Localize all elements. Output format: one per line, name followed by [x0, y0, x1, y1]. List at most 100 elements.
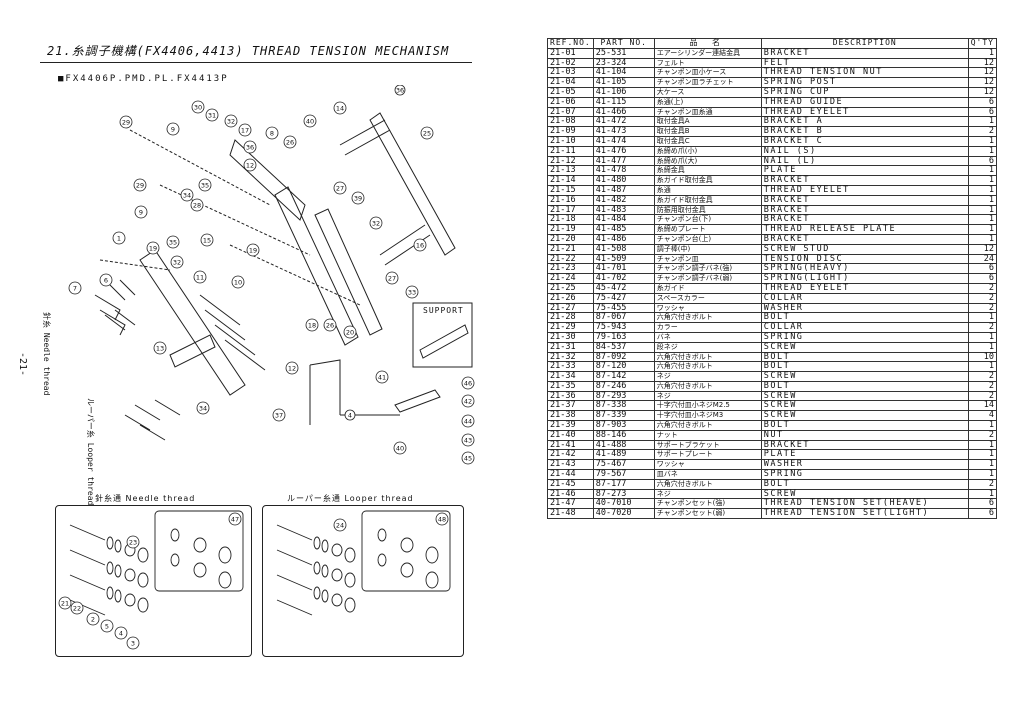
- cell-part: 40-7020: [592, 508, 655, 520]
- callout-4: 4: [344, 409, 356, 421]
- svg-text:33: 33: [408, 289, 416, 297]
- callout-28: 28: [190, 198, 204, 212]
- svg-text:10: 10: [234, 279, 242, 287]
- callout-24: 24: [333, 518, 347, 532]
- svg-text:26: 26: [326, 322, 334, 330]
- cell-jp: カラー: [653, 322, 762, 333]
- looper-stacks: [276, 524, 439, 616]
- looper-box-label: ルーパー糸通 Looper thread: [287, 494, 414, 503]
- callout-29: 29: [119, 115, 133, 129]
- svg-text:16: 16: [416, 242, 424, 250]
- svg-text:19: 19: [149, 245, 157, 253]
- cell-jp: サポートブラケット: [653, 439, 762, 451]
- svg-text:36: 36: [246, 144, 254, 152]
- cell-desc: SPRING POST: [760, 77, 969, 88]
- cell-jp: 六角穴付きボルト: [653, 420, 762, 431]
- cell-ref: 21-29: [547, 322, 594, 333]
- cell-jp: チャンポン皿ラチェット: [653, 77, 762, 88]
- cell-qty: 1: [967, 420, 997, 431]
- cell-jp: 十字穴付皿小ネジM3: [653, 410, 762, 422]
- cell-jp: チャンポン調子バネ(強): [653, 263, 762, 275]
- cell-jp: ネジ: [653, 390, 762, 402]
- callout-20: 20: [343, 325, 357, 339]
- cell-jp: 糸ガイド: [653, 282, 762, 294]
- bracket-26: [274, 186, 359, 346]
- cell-part: 41-106: [592, 86, 655, 98]
- cell-part: 87-142: [592, 371, 655, 382]
- needle-thread-box: [55, 505, 252, 657]
- cell-ref: 21-39: [547, 420, 594, 431]
- cell-qty: 1: [967, 175, 997, 186]
- callout-18: 18: [305, 318, 319, 332]
- callout-11: 11: [193, 270, 207, 284]
- col-ref: REF.NO.: [547, 38, 594, 49]
- cell-ref: 21-48: [547, 508, 594, 520]
- cell-desc: SPRING: [760, 331, 969, 343]
- svg-text:32: 32: [173, 259, 181, 267]
- cell-desc: NAIL (S): [760, 145, 969, 157]
- cell-jp: ネジ: [653, 371, 762, 382]
- cell-jp: エアーシリンダー連結金具: [653, 47, 762, 59]
- cell-qty: 1: [967, 135, 997, 147]
- cell-ref: 21-14: [547, 175, 594, 186]
- cell-qty: 2: [967, 126, 997, 137]
- cell-part: 41-486: [592, 233, 655, 245]
- callout-35: 35: [198, 178, 212, 192]
- cell-jp: ナット: [653, 429, 762, 441]
- cell-desc: SPRING CUP: [760, 86, 969, 98]
- cell-jp: 段ネジ: [653, 341, 762, 353]
- callout-7: 7: [68, 281, 82, 295]
- callout-40: 40: [303, 114, 317, 128]
- cell-desc: THREAD GUIDE: [760, 96, 969, 108]
- callout-34: 34: [180, 188, 194, 202]
- svg-text:9: 9: [139, 209, 143, 217]
- callout-42: 42: [461, 394, 475, 408]
- svg-text:13: 13: [156, 345, 164, 353]
- cell-part: 75-943: [592, 322, 655, 333]
- cell-part: 84-537: [592, 341, 655, 353]
- svg-text:32: 32: [372, 220, 380, 228]
- cell-ref: 21-34: [547, 371, 594, 382]
- svg-text:39: 39: [354, 195, 362, 203]
- callout-31: 31: [205, 108, 219, 122]
- svg-text:40: 40: [306, 118, 314, 126]
- cell-ref: 21-19: [547, 224, 594, 235]
- callout-1: 1: [112, 231, 126, 245]
- cell-qty: 1: [967, 184, 997, 196]
- cell-jp: 糸締めプレート: [653, 224, 762, 235]
- cell-jp: 糸ガイド取付金具: [653, 175, 762, 186]
- svg-text:15: 15: [203, 237, 211, 245]
- cell-jp: 糸通: [653, 184, 762, 196]
- svg-text:29: 29: [122, 119, 130, 127]
- cell-part: 41-702: [592, 273, 655, 284]
- cell-desc: BRACKET: [760, 194, 969, 206]
- cell-qty: 1: [967, 469, 997, 480]
- cell-ref: 21-20: [547, 233, 594, 245]
- cell-qty: 2: [967, 371, 997, 382]
- cell-desc: SCREW: [760, 410, 969, 422]
- callout-37: 37: [272, 408, 286, 422]
- svg-text:35: 35: [169, 239, 177, 247]
- callout-22: 22: [70, 601, 84, 615]
- svg-text:32: 32: [227, 118, 235, 126]
- cell-part: 41-115: [592, 96, 655, 108]
- callout-43: 43: [461, 433, 475, 447]
- cell-desc: COLLAR: [760, 322, 969, 333]
- cell-jp: チャンポン皿糸通: [653, 106, 762, 118]
- cell-qty: 6: [967, 508, 997, 520]
- svg-text:34: 34: [183, 192, 191, 200]
- cell-jp: スペースカラー: [653, 292, 762, 304]
- plate-13: [169, 334, 216, 368]
- cell-jp: チャンポンセット(弱): [653, 508, 762, 520]
- callout-46: 46: [461, 376, 475, 390]
- page-number: -21-: [17, 352, 28, 377]
